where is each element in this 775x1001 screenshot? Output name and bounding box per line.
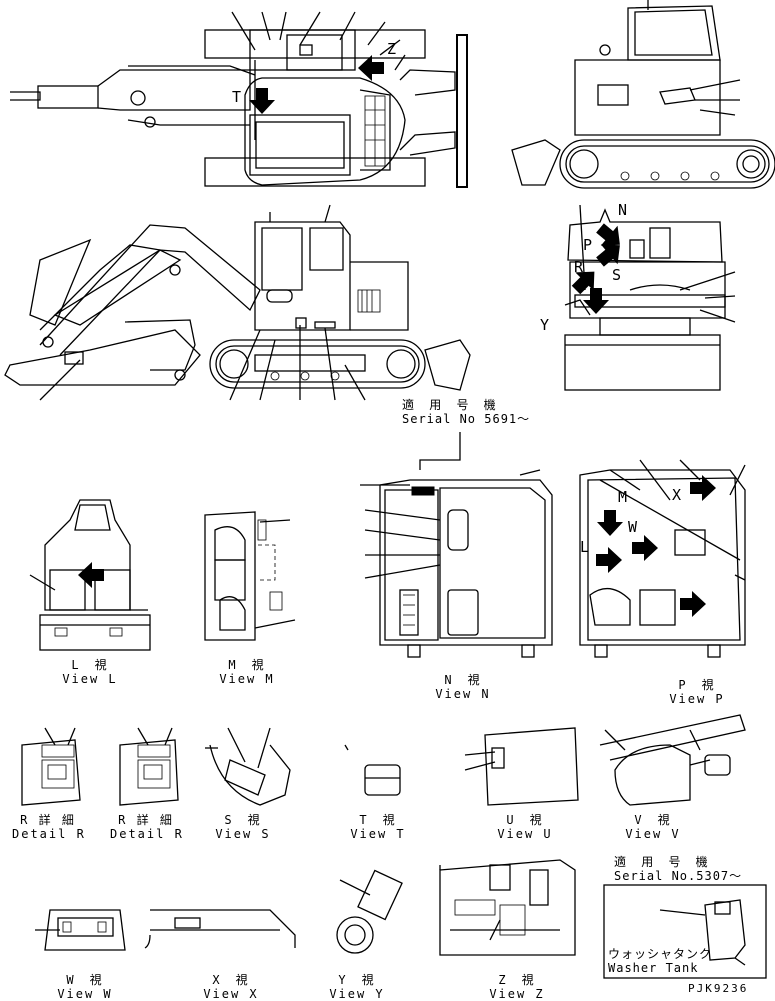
caption-view-v: V 視 View V	[618, 813, 688, 841]
caption-view-p-jp: P 視	[678, 678, 716, 692]
caption-view-s-jp: S 視	[224, 813, 262, 827]
view-y-drawing	[336, 869, 403, 954]
caption-view-u-en: View U	[497, 827, 553, 841]
view-l-drawing	[29, 499, 151, 651]
caption-detail-r-2: R 詳 細 Detail R	[110, 813, 182, 841]
caption-view-x-jp: X 視	[212, 973, 250, 987]
caption-view-t-jp: T 視	[359, 813, 397, 827]
rear-side-view	[511, 0, 775, 189]
caption-view-w-en: View W	[57, 987, 113, 1001]
caption-view-n-en: View N	[435, 687, 491, 701]
caption-view-m-jp: M 視	[228, 658, 266, 672]
side-view	[4, 204, 471, 401]
caption-detail-r-1: R 詳 細 Detail R	[12, 813, 84, 841]
serial-note-1-en: Serial No 5691～	[402, 412, 531, 426]
caption-view-z: Z 視 View Z	[482, 973, 552, 1001]
view-s-drawing	[205, 727, 291, 806]
view-letter-p: P	[583, 236, 593, 254]
view-z-drawing	[439, 859, 576, 956]
washer-tank-label: ウォッシャタンク Washer Tank	[608, 947, 712, 975]
serial-note-2-en: Serial No.5307～	[614, 869, 743, 883]
rear-view-right	[564, 204, 736, 391]
view-letter-w: W	[628, 518, 638, 536]
view-x-drawing	[144, 909, 296, 949]
view-v-drawing	[599, 714, 746, 806]
view-letter-z: Z	[387, 40, 397, 58]
caption-view-l: L 視 View L	[55, 658, 125, 686]
serial-note-2-jp: 適 用 号 機	[614, 855, 712, 869]
serial-note-1-jp: 適 用 号 機	[402, 398, 500, 412]
caption-view-p: P 視 View P	[662, 678, 732, 706]
view-letter-t: T	[232, 88, 242, 106]
washer-tank-en: Washer Tank	[608, 961, 699, 975]
caption-detail-r-2-jp: R 詳 細	[118, 813, 174, 827]
view-letter-l: L	[580, 538, 590, 556]
caption-view-y-en: View Y	[329, 987, 385, 1001]
caption-view-w-jp: W 視	[66, 973, 104, 987]
detail-r-drawings	[21, 727, 179, 806]
view-letter-r: R	[574, 258, 584, 276]
caption-view-y-jp: Y 視	[338, 973, 376, 987]
view-u-drawing	[464, 727, 579, 806]
caption-view-s-en: View S	[215, 827, 271, 841]
caption-view-z-jp: Z 視	[498, 973, 536, 987]
caption-view-v-jp: V 視	[634, 813, 672, 827]
view-letter-y: Y	[540, 316, 550, 334]
view-p-drawing	[579, 459, 746, 658]
caption-view-x-en: View X	[203, 987, 259, 1001]
view-t-drawing	[344, 744, 401, 796]
view-n-drawing	[360, 469, 553, 658]
serial-note-1: 適 用 号 機 Serial No 5691～	[402, 398, 530, 426]
view-w-drawing	[35, 909, 126, 951]
view-letter-n: N	[618, 201, 628, 219]
drawing-code: PJK9236	[688, 982, 749, 995]
caption-view-z-en: View Z	[489, 987, 545, 1001]
caption-view-n: N 視 View N	[428, 673, 498, 701]
caption-detail-r-2-en: Detail R	[110, 827, 184, 841]
caption-view-u: U 視 View U	[490, 813, 560, 841]
caption-view-s: S 視 View S	[208, 813, 278, 841]
serial-bracket	[419, 432, 461, 470]
washer-tank-box	[603, 884, 767, 979]
view-m-drawing	[204, 511, 296, 641]
caption-view-v-en: View V	[625, 827, 681, 841]
view-letter-m: M	[618, 488, 628, 506]
caption-view-u-jp: U 視	[506, 813, 544, 827]
caption-view-y: Y 視 View Y	[322, 973, 392, 1001]
caption-view-t-en: View T	[350, 827, 406, 841]
caption-view-m: M 視 View M	[212, 658, 282, 686]
view-letter-s: S	[612, 266, 622, 284]
caption-view-l-en: View L	[62, 672, 118, 686]
caption-view-x: X 視 View X	[196, 973, 266, 1001]
washer-tank-jp: ウォッシャタンク	[608, 947, 713, 961]
serial-note-2: 適 用 号 機 Serial No.5307～	[614, 855, 742, 883]
caption-view-n-jp: N 視	[444, 673, 482, 687]
caption-detail-r-1-jp: R 詳 細	[20, 813, 76, 827]
caption-view-w: W 視 View W	[50, 973, 120, 1001]
caption-detail-r-1-en: Detail R	[12, 827, 86, 841]
caption-view-m-en: View M	[219, 672, 275, 686]
caption-view-t: T 視 View T	[343, 813, 413, 841]
caption-view-l-jp: L 視	[71, 658, 109, 672]
view-letter-x: X	[672, 486, 682, 504]
top-plan-view	[10, 11, 468, 188]
caption-view-p-en: View P	[669, 692, 725, 706]
